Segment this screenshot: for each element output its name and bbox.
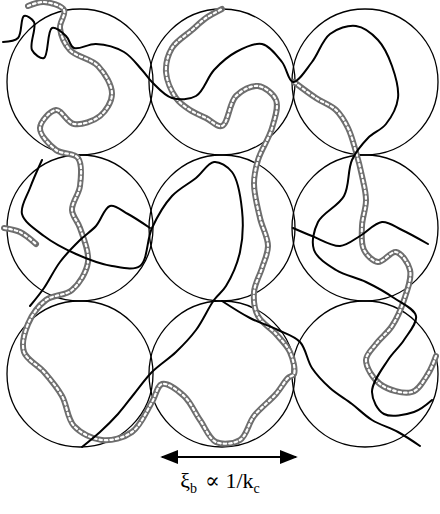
subscript-text: c (254, 481, 260, 496)
beaded-chain (23, 2, 295, 444)
blob-circle (292, 9, 438, 155)
blob-size-label: ξb ∝ 1/kc (0, 468, 440, 497)
blob-circle (292, 301, 438, 447)
symbol-text: ξ (180, 468, 190, 493)
blob-circle (149, 301, 295, 447)
solid-chain (3, 16, 432, 416)
size-arrow (162, 456, 296, 458)
beaded-chain-highlight (4, 228, 36, 244)
solid-chain (222, 301, 420, 446)
subscript-text: b (190, 481, 197, 496)
beaded-chain (294, 82, 436, 393)
solid-chain (22, 160, 243, 447)
solid-chain (30, 206, 150, 306)
blob-circle (7, 9, 153, 155)
symbol-text: ∝ 1/k (205, 468, 254, 493)
blob-circle (149, 155, 295, 301)
solid-chain (293, 222, 428, 246)
beaded-chain (4, 228, 36, 244)
beaded-chain-highlight (294, 82, 436, 393)
beaded-chain-highlight (23, 2, 295, 444)
